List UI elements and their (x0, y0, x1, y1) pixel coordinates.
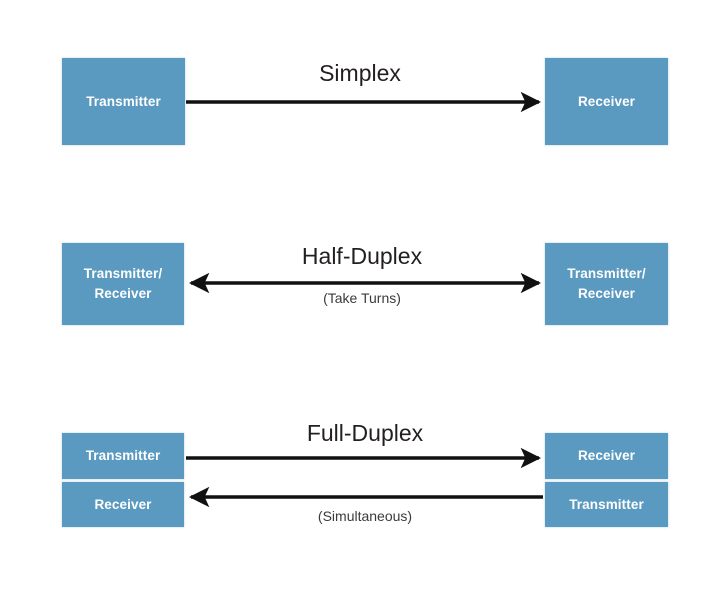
half-duplex-left-box: Transmitter/ Receiver (62, 243, 184, 325)
full-duplex-left-receiver-label: Receiver (94, 496, 152, 512)
half-duplex-right-label-line2: Receiver (577, 286, 636, 301)
full-duplex-right-transmitter-label: Transmitter (569, 496, 644, 512)
half-duplex-right-label-line1: Transmitter/ (567, 266, 646, 282)
full-duplex-right-transmitter-box: Transmitter (545, 482, 668, 527)
half-duplex-note: (Take Turns) (323, 290, 401, 306)
full-duplex-left-transmitter-box: Transmitter (62, 433, 184, 479)
full-duplex-left-transmitter-label: Transmitter (85, 448, 161, 464)
simplex-title: Simplex (319, 60, 401, 86)
simplex-receiver-label: Receiver (577, 93, 636, 109)
half-duplex-left-label-line1: Transmitter/ (83, 266, 163, 282)
simplex-receiver-box: Receiver (545, 58, 668, 145)
simplex-transmitter-label: Transmitter (86, 93, 161, 109)
full-duplex-right-receiver-box: Receiver (545, 433, 668, 479)
full-duplex-title: Full-Duplex (306, 420, 424, 446)
full-duplex-note: (Simultaneous) (317, 508, 413, 524)
full-duplex-right-receiver-label: Receiver (577, 448, 636, 464)
half-duplex-right-box: Transmitter/ Receiver (545, 243, 668, 325)
half-duplex-left-label-line2: Receiver (94, 286, 152, 301)
full-duplex-left-receiver-box: Receiver (62, 482, 184, 527)
simplex-transmitter-box: Transmitter (62, 58, 185, 145)
half-duplex-title: Half-Duplex (301, 243, 423, 269)
